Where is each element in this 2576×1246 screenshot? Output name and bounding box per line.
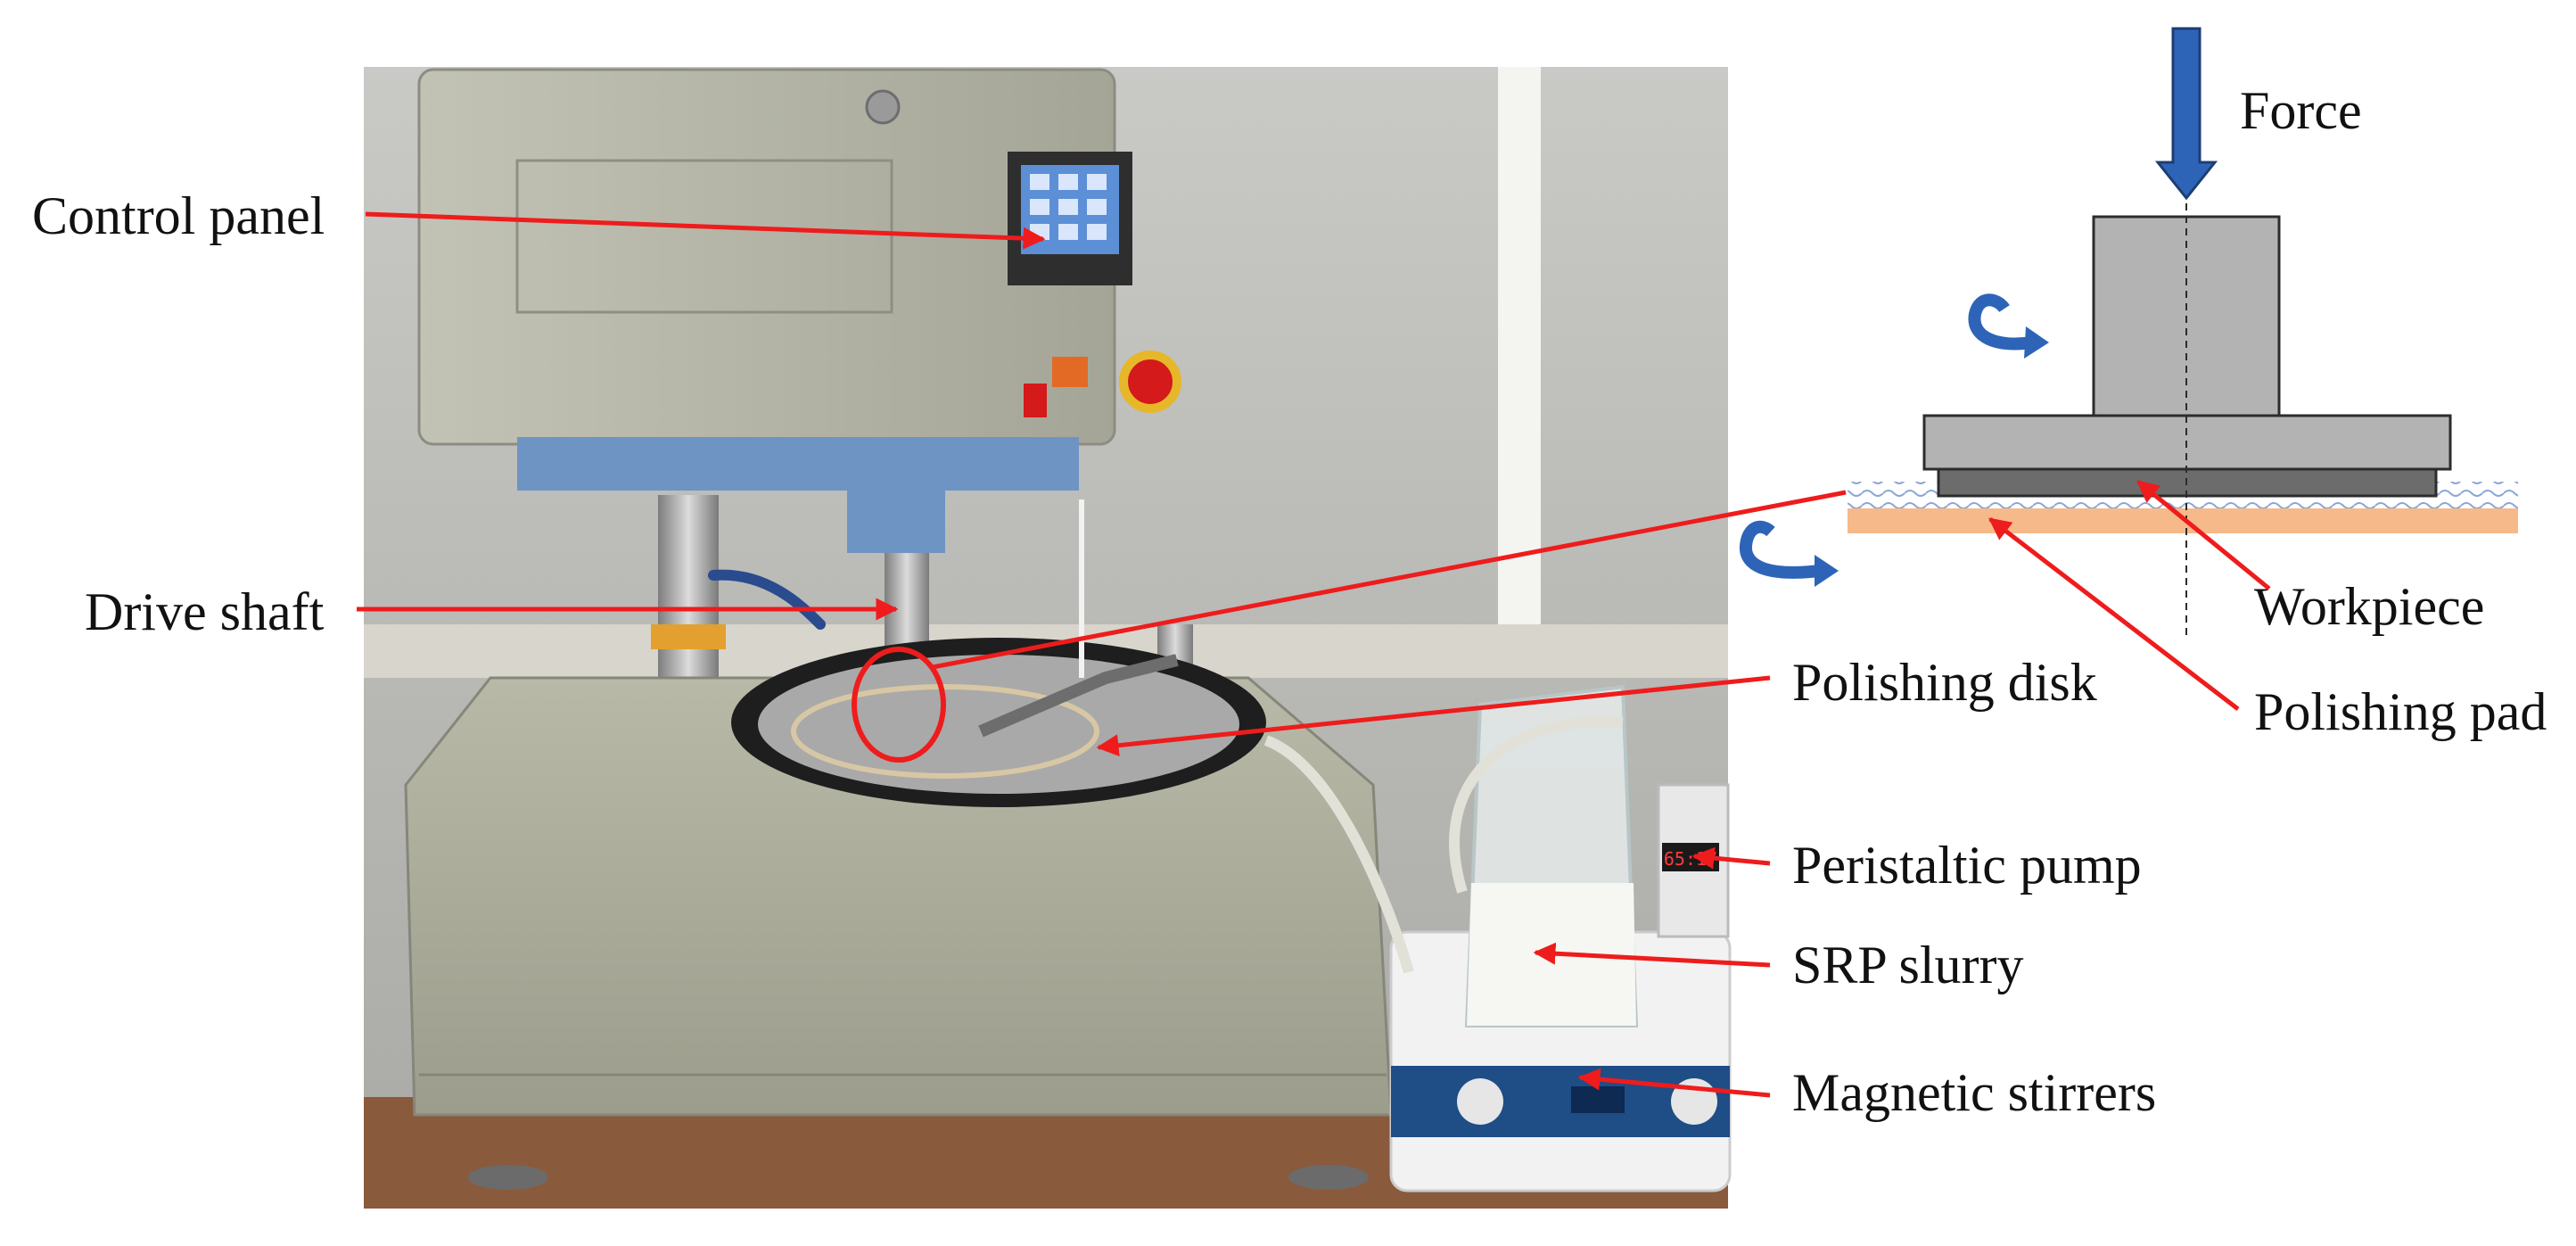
srp-slurry-leader [1533, 942, 1771, 968]
head-side-panel [515, 159, 893, 314]
force-label: Force [2240, 81, 2362, 140]
rotation-arrow-icon [1968, 293, 2049, 359]
window-light [1498, 67, 1541, 638]
machine-feet [468, 1165, 1369, 1190]
head-base-blue [517, 437, 1079, 491]
workpiece-leader [2136, 480, 2271, 590]
polishing-disk-label: Polishing disk [1792, 653, 2097, 712]
photo-callouts: Control panel Drive shaft Polishing disk… [32, 186, 2156, 1122]
column-clamp [651, 624, 726, 649]
screen-grid [1030, 174, 1107, 240]
apparatus-photo: 65:17 [364, 67, 1732, 1209]
warning-label [1052, 357, 1088, 387]
peristaltic-pump-leader [1691, 846, 1771, 870]
emergency-stop-button [1119, 351, 1181, 413]
control-panel-leader [365, 211, 1046, 250]
control-panel-label: Control panel [32, 186, 325, 245]
workpiece-label: Workpiece [2254, 577, 2484, 636]
disk-arm [978, 654, 1179, 738]
polishing-disk-leader [1096, 675, 1771, 757]
stirrer-display [1571, 1086, 1625, 1113]
polishing-schematic: Force Workpiece Polishing pad [1740, 27, 2547, 741]
magnetic-stirrers-label: Magnetic stirrers [1792, 1063, 2156, 1122]
head-base-blue-right [847, 491, 945, 553]
peristaltic-pump-label: Peristaltic pump [1792, 836, 2142, 895]
slurry-hose [1263, 716, 1624, 974]
stirrer-knob-left [1457, 1078, 1503, 1125]
head-knob [865, 89, 901, 125]
power-switch [1024, 384, 1047, 417]
srp-slurry-label: SRP slurry [1792, 936, 2024, 994]
slurry-tube [1079, 499, 1084, 678]
coolant-hose [708, 569, 826, 630]
drive-shaft-highlight-circle [852, 647, 946, 763]
polishing-disk-ring [791, 684, 1099, 779]
drive-shaft-label: Drive shaft [85, 582, 325, 641]
polishing-pad-label: Polishing pad [2254, 682, 2547, 741]
rotation-arrow-icon [1740, 520, 1839, 587]
zoom-connector-line [932, 490, 1847, 670]
polishing-pad-leader [1988, 517, 2240, 711]
force-arrow-icon [2154, 27, 2218, 201]
magnetic-stirrers-leader [1577, 1068, 1771, 1098]
